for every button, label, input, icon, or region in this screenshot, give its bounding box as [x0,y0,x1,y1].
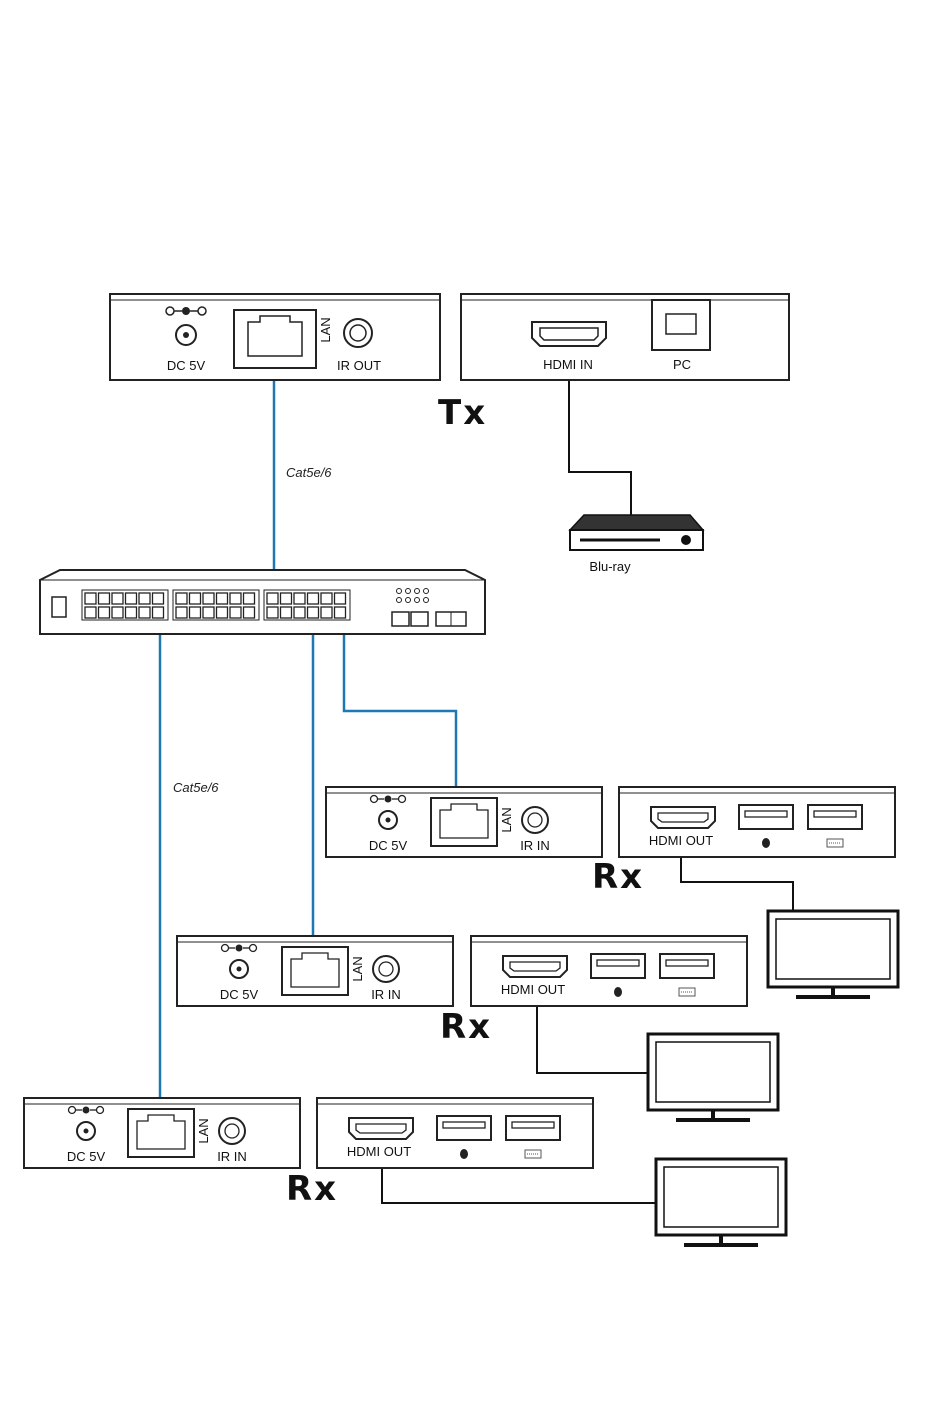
ir-port-icon [219,1118,245,1144]
switch-port [190,593,201,604]
rx-lan-port [282,947,348,995]
rx-ir-label: IR IN [217,1149,247,1164]
switch-port [230,607,241,618]
switch-port [112,593,123,604]
receiver-2: DC 5V LAN IR IN HDMI OUT Rx [177,936,747,1047]
switch-port [126,607,137,618]
switch-port [139,593,150,604]
tx-front-panel: HDMI IN PC [461,294,789,380]
mouse-icon [460,1149,468,1159]
mouse-icon [762,838,770,848]
switch-port [281,593,292,604]
rx-hdmi-label: HDMI OUT [347,1144,411,1159]
switch-port [217,593,228,604]
switch-port [244,593,255,604]
monitor-icon [768,911,898,999]
tx-label: Tx [438,393,487,433]
switch-port [335,607,346,618]
ir-port-icon [344,319,372,347]
tx-lan-label: LAN [318,317,333,342]
switch-port [99,607,110,618]
switch-port [321,607,332,618]
receivers: DC 5V LAN IR IN HDMI OUT Rx DC 5V LAN IR IN HDMI… [24,787,895,1209]
switch-port [85,593,96,604]
monitor-icon [648,1034,778,1122]
rx-label: Rx [286,1169,338,1209]
switch-port [321,593,332,604]
switch-port [203,607,214,618]
rx-dc-label: DC 5V [369,838,408,853]
switch-port [176,593,187,604]
bluray-player-icon [570,515,703,550]
bluray-label: Blu-ray [589,559,631,574]
switch-port [85,607,96,618]
rx-hdmi-label: HDMI OUT [501,982,565,997]
cable-label-rx: Cat5e/6 [173,780,219,795]
rx-lan-label: LAN [196,1118,211,1143]
switch-port [267,607,278,618]
usb-b-port-icon [652,300,710,350]
rx-dc-label: DC 5V [220,987,259,1002]
switch-port [230,593,241,604]
rx-dc-label: DC 5V [67,1149,106,1164]
switch-port [190,607,201,618]
switch-port [99,593,110,604]
rx-ir-label: IR IN [520,838,550,853]
mouse-icon [614,987,622,997]
ir-port-icon [522,807,548,833]
switch-port [335,593,346,604]
tx-lan-port [234,310,316,368]
monitor-icon [656,1159,786,1247]
receiver-3: DC 5V LAN IR IN HDMI OUT Rx [24,1098,593,1209]
rx-label: Rx [592,857,644,897]
tx-ir-label: IR OUT [337,358,381,373]
rx-lan-port [128,1109,194,1157]
hdmi-port-icon [503,956,567,977]
tx-dc-label: DC 5V [167,358,206,373]
tx-back-panel: DC 5V LAN IR OUT [110,294,440,380]
switch-port [153,607,164,618]
rx-lan-port [431,798,497,846]
rx-hdmi-label: HDMI OUT [649,833,713,848]
switch-port [294,593,305,604]
switch-port [244,607,255,618]
switch-port [308,607,319,618]
switch-port [294,607,305,618]
tx-hdmi-label: HDMI IN [543,357,593,372]
tx-pc-label: PC [673,357,691,372]
rx-label: Rx [440,1007,492,1047]
switch-port [176,607,187,618]
ir-port-icon [373,956,399,982]
rx-lan-label: LAN [499,807,514,832]
switch-port [126,593,137,604]
cable-label-tx: Cat5e/6 [286,465,332,480]
switch-port [139,607,150,618]
receiver-1: DC 5V LAN IR IN HDMI OUT Rx [326,787,895,897]
switch-port [308,593,319,604]
switch-port [217,607,228,618]
hdmi-port-icon [349,1118,413,1139]
switch-port [203,593,214,604]
hdmi-port-icon [651,807,715,828]
rx-lan-label: LAN [350,956,365,981]
switch-port [281,607,292,618]
switch-port [153,593,164,604]
switch-port [267,593,278,604]
hdmi-port-icon [532,322,606,346]
rx-ir-label: IR IN [371,987,401,1002]
switch-port [112,607,123,618]
network-switch [40,570,485,634]
